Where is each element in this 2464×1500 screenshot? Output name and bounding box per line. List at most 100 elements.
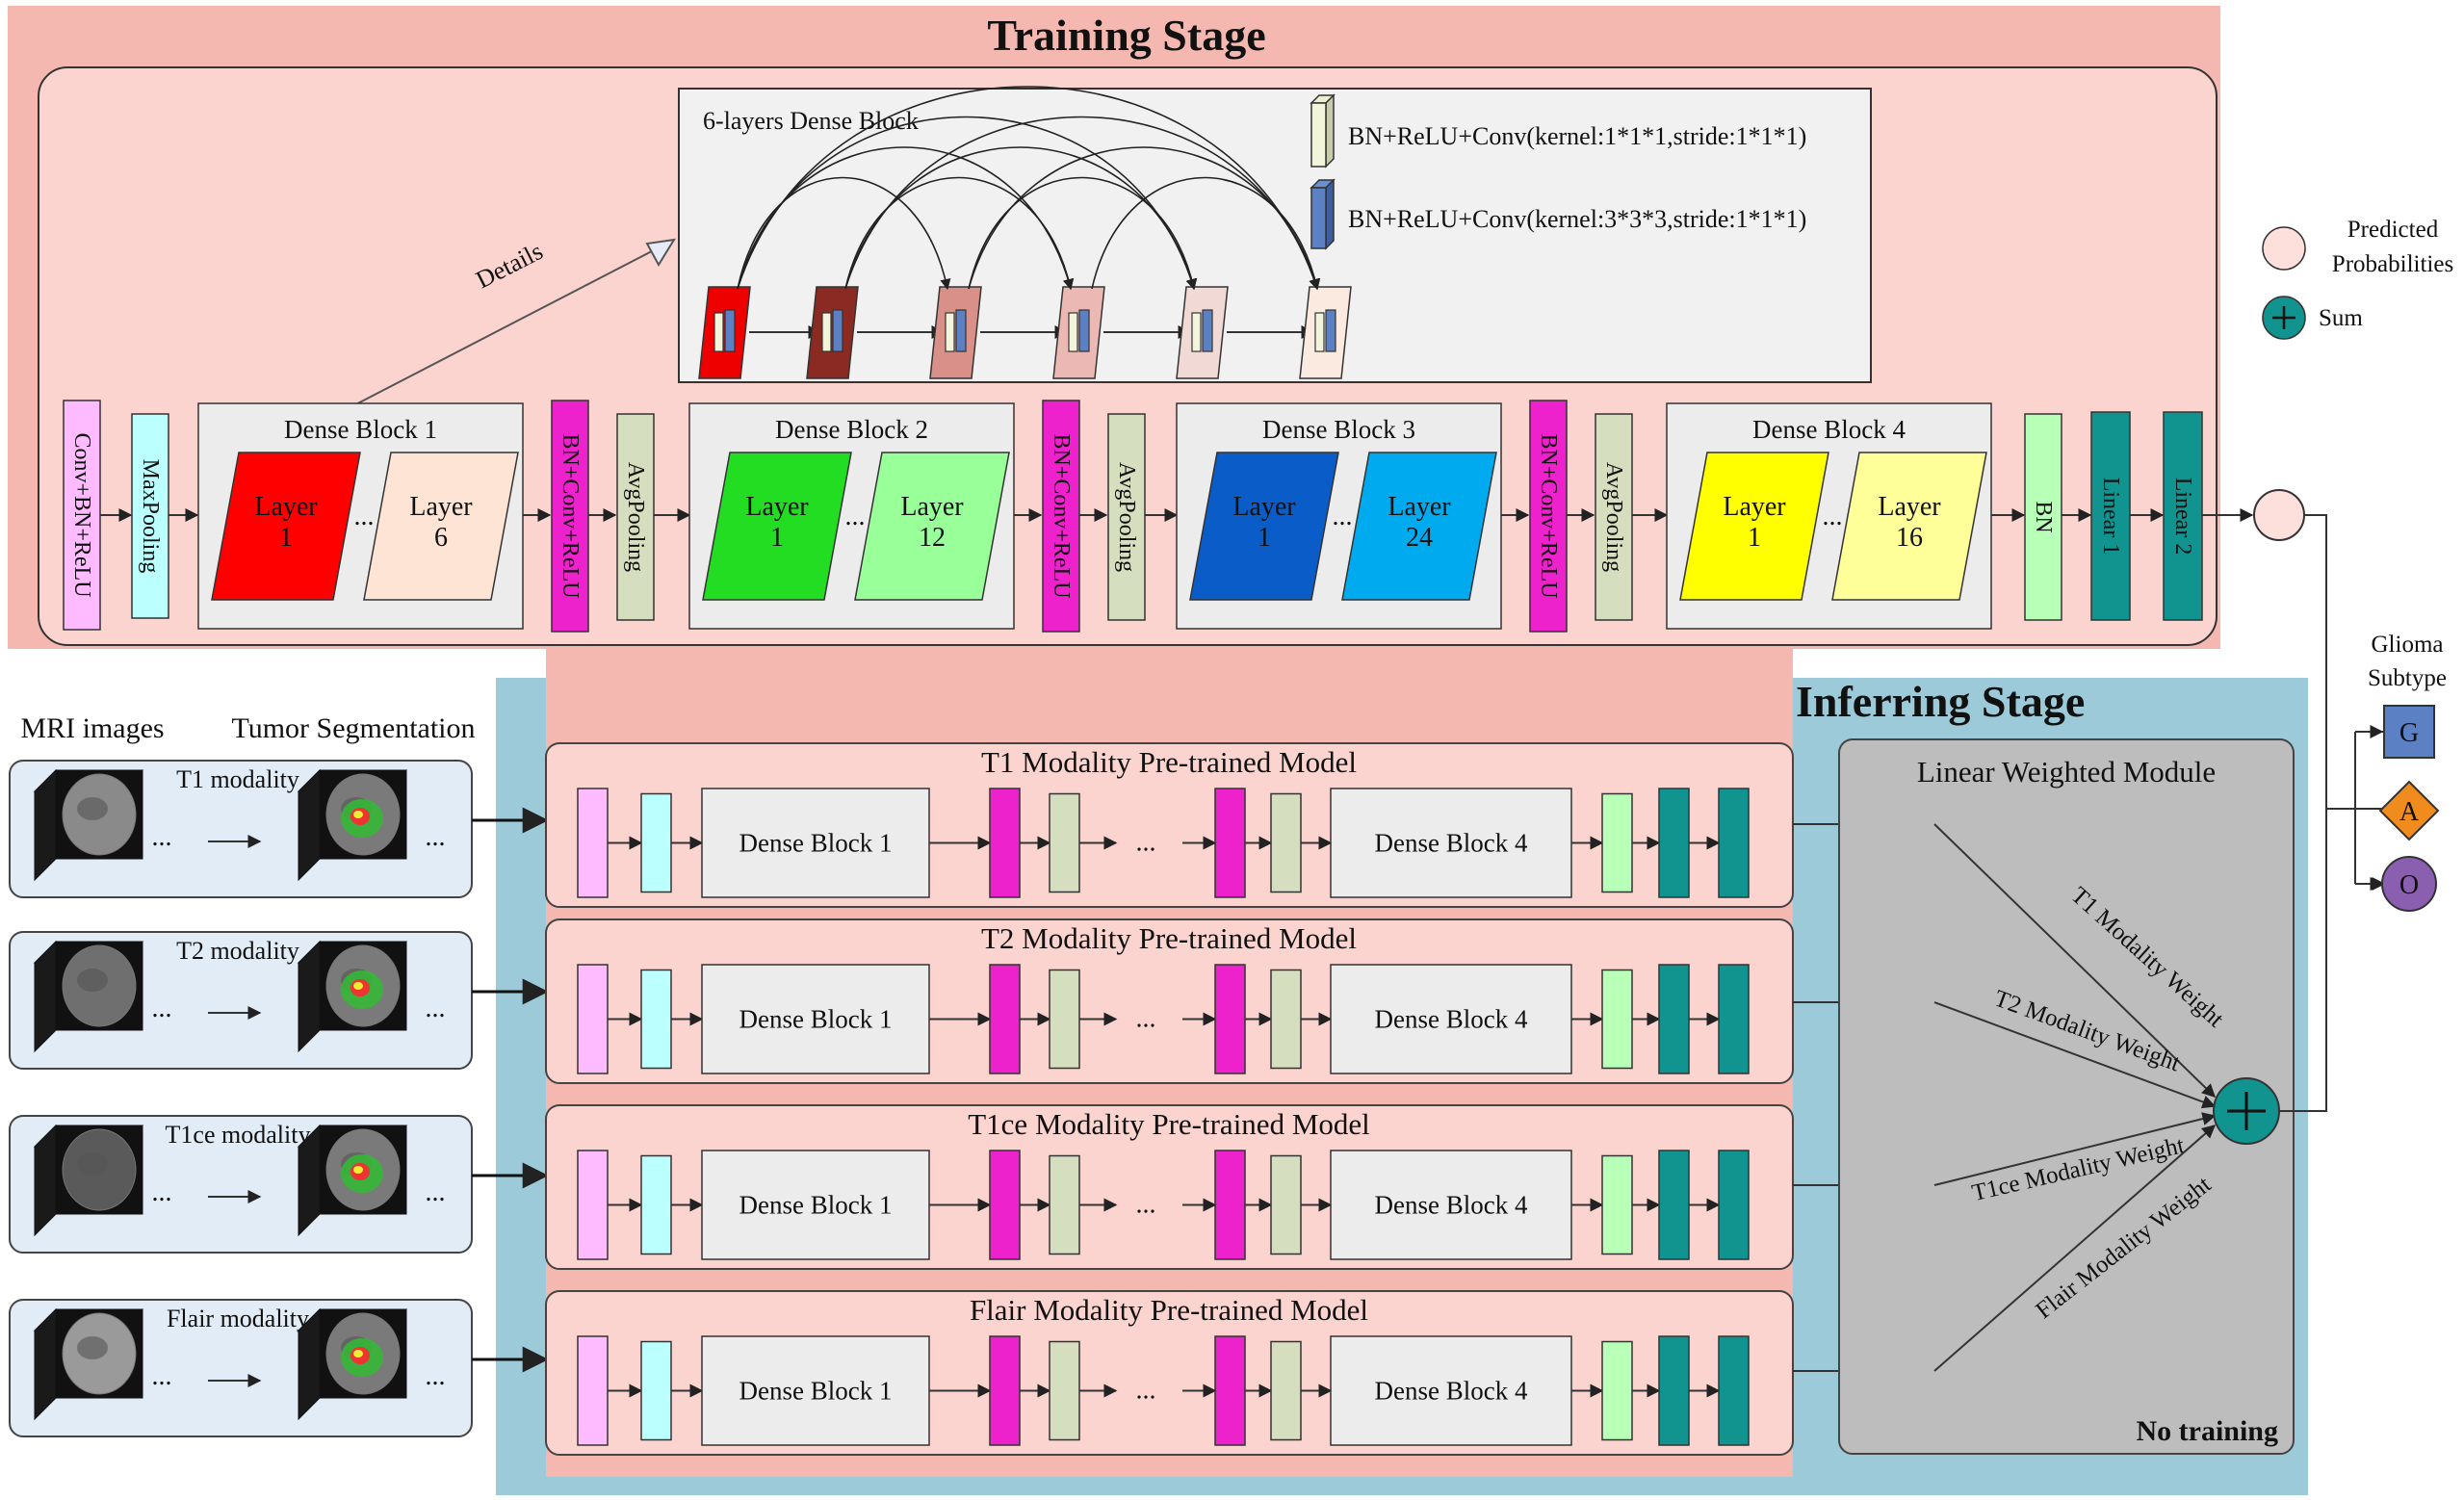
dense-block-1-box	[701, 1150, 930, 1260]
bn-block	[1601, 792, 1633, 893]
segmented-volume-icon	[297, 1307, 408, 1421]
transition-avgpooling: AvgPooling	[616, 413, 655, 621]
linear2-block	[1718, 788, 1750, 898]
head-linear-1-label: Linear 1	[2098, 478, 2123, 556]
svg-text:Layer: Layer	[900, 492, 964, 522]
modality-input-label: Flair modality	[167, 1305, 309, 1332]
dense-block-title: Dense Block 2	[775, 415, 928, 444]
transition-bn-conv-relu-label: BN+Conv+ReLU	[558, 433, 583, 598]
ellipsis: ...	[152, 1177, 172, 1207]
dense-block-4-box-label: Dense Block 4	[1375, 829, 1528, 858]
head-linear-1: Linear 1	[2090, 411, 2131, 621]
dense-detail-layer	[929, 286, 982, 379]
dense-block-title: Dense Block 3	[1262, 415, 1415, 444]
legend-conv-1x1x1: BN+ReLU+Conv(kernel:1*1*1,stride:1*1*1)	[1348, 122, 1806, 150]
head-linear-2: Linear 2	[2163, 411, 2203, 621]
dense-block-4-box	[1330, 1335, 1572, 1446]
head-linear-2-label: Linear 2	[2170, 478, 2195, 556]
stem-conv-block	[577, 1150, 609, 1260]
class-o-label: O	[2399, 870, 2419, 900]
stem-conv-bn-relu-label: Conv+BN+ReLU	[69, 432, 94, 597]
svg-text:1: 1	[1748, 523, 1761, 553]
dense-detail-layers	[698, 286, 1352, 379]
class-g-label: G	[2399, 718, 2419, 748]
dense-block-1-box-label: Dense Block 1	[739, 1005, 893, 1034]
transition-avgpooling-label: AvgPooling	[623, 462, 648, 572]
mri-volume-icon	[33, 1307, 144, 1421]
svg-text:Layer: Layer	[1878, 492, 1941, 522]
stem-maxpooling-label: MaxPooling	[138, 459, 163, 574]
transition-pool-block	[1270, 1340, 1302, 1441]
segmented-volume-icon	[297, 1124, 408, 1237]
transition-conv-block	[989, 1335, 1021, 1446]
dense-detail-layer	[1176, 286, 1229, 379]
maxpool-block	[640, 792, 672, 893]
training-stage-title: Training Stage	[987, 11, 1265, 60]
no-training-label: No training	[2136, 1415, 2278, 1447]
transition-bn-conv-relu-label: BN+Conv+ReLU	[1536, 433, 1561, 598]
dense-detail-layer	[806, 286, 859, 379]
ellipsis: ...	[152, 994, 172, 1023]
maxpool-block	[640, 1154, 672, 1255]
transition-pool-block	[1270, 1154, 1302, 1255]
modality-input-label: T2 modality	[176, 937, 299, 965]
dense-block-1-box-label: Dense Block 1	[739, 1377, 893, 1406]
transition-bn-conv-relu: BN+Conv+ReLU	[1042, 400, 1080, 633]
legend-sum-plus-icon	[2272, 306, 2295, 329]
glioma-subtype-line1: Glioma	[2372, 632, 2444, 658]
svg-text:Layer: Layer	[409, 492, 473, 522]
stem-conv-block	[577, 964, 609, 1074]
head-bn: BN	[2024, 413, 2062, 621]
svg-text:1: 1	[1258, 523, 1271, 553]
class-a-diamond	[2378, 780, 2440, 841]
sum-node-plus-icon	[2227, 1092, 2266, 1130]
linear-weighted-module	[1838, 738, 2295, 1455]
transition-conv-block	[989, 1150, 1021, 1260]
tumor-segmentation-header: Tumor Segmentation	[231, 712, 475, 744]
svg-text:1: 1	[279, 523, 293, 553]
modality-input-label: T1ce modality	[166, 1121, 311, 1149]
transition-pool-block	[1049, 1340, 1080, 1441]
svg-text:Layer: Layer	[1232, 492, 1296, 522]
dense-block-4-box	[1330, 964, 1572, 1074]
mri-volume-icon	[33, 1124, 144, 1237]
dense-block-1-box-label: Dense Block 1	[739, 829, 893, 858]
output-branch-lines	[2326, 731, 2384, 884]
linear2-block	[1718, 1150, 1750, 1260]
transition-bn-conv-relu-label: BN+Conv+ReLU	[1049, 433, 1074, 598]
ellipsis: ...	[426, 1361, 446, 1391]
ellipsis: ...	[152, 822, 172, 852]
ellipsis: ...	[1136, 1376, 1156, 1406]
legend-conv-3x3x3: BN+ReLU+Conv(kernel:3*3*3,stride:1*1*1)	[1348, 205, 1806, 233]
ellipsis: ...	[1136, 1190, 1156, 1220]
dense-block-4-box-label: Dense Block 4	[1375, 1377, 1528, 1406]
ellipsis: ...	[1333, 502, 1353, 531]
linear1-block	[1658, 1150, 1690, 1260]
dense-block-1-box	[701, 964, 930, 1074]
modality-weight-line	[1933, 1112, 2217, 1186]
modality-row-3: T1ce modality......T1ce Modality Pre-tra…	[9, 1104, 1936, 1270]
mri-images-header: MRI images	[20, 712, 164, 744]
sum-to-output-line	[2279, 514, 2327, 1112]
bn-block	[1601, 1154, 1633, 1255]
ellipsis: ...	[1136, 828, 1156, 858]
dense-block-title: Dense Block 4	[1752, 415, 1906, 444]
pretrained-model-title: T1 Modality Pre-trained Model	[981, 745, 1357, 779]
transition-avgpooling-label: AvgPooling	[1114, 462, 1139, 572]
legend-predicted-line2: Probabilities	[2332, 251, 2453, 277]
ellipsis: ...	[354, 502, 375, 531]
dense-detail-box	[678, 88, 1872, 383]
segmented-volume-icon	[297, 940, 408, 1053]
stem-conv-block	[577, 1335, 609, 1446]
head-bn-label: BN	[2031, 501, 2056, 532]
dense-connection-arc	[1091, 176, 1321, 291]
